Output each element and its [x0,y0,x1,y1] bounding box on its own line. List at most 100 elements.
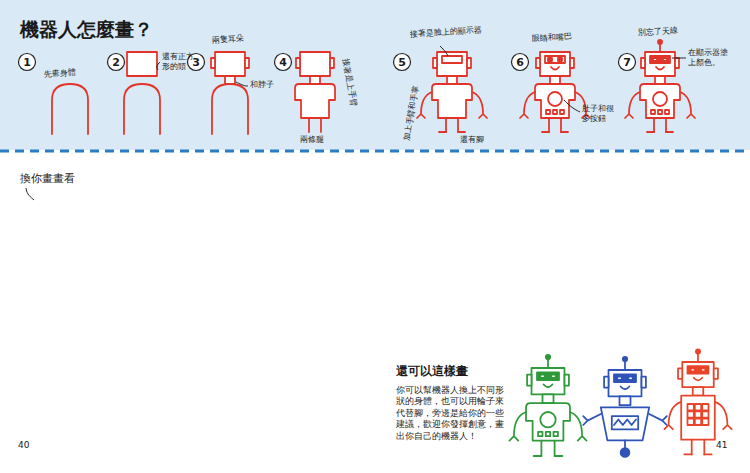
robot-arm [472,92,487,118]
robot-button [665,110,669,114]
leader-line [564,100,580,112]
robot-ear [675,58,679,68]
robot-arm [510,412,527,441]
step-circle [108,54,125,71]
page-number: 40 [18,440,38,451]
robot-button [554,432,558,436]
robot-foot [458,131,465,133]
robot-arm [583,414,601,425]
robot-body [640,84,680,118]
robot-screen [650,56,670,63]
robot-screen [614,374,636,382]
robot-head [645,52,675,76]
robot-neck [225,76,235,84]
robot-antenna [659,44,661,52]
robot-drawing [295,52,335,132]
robot-body [601,407,649,440]
step-circle [394,54,411,71]
robot-arm [680,92,695,118]
robot-eye [691,368,695,371]
robot-button [658,110,662,114]
robot-body [526,403,570,440]
robot-ear [641,58,645,68]
robot-head [437,52,467,76]
robot-ear [296,58,300,68]
robot-eye [653,58,657,61]
robot-body [295,84,335,118]
robot-axle [624,440,626,448]
robot-ear [536,58,540,68]
robot-belly [548,92,562,106]
robot-antenna [697,354,699,362]
robot-mouth [544,385,553,388]
robot-arm [715,402,732,429]
antenna-tip [623,357,627,361]
robot-ear [211,58,215,68]
robot-antenna [624,361,626,370]
robot-ear [714,368,718,379]
step-note: 在顯示器塗上顏色。 [688,48,732,68]
step-note: 和脖子 [250,80,280,90]
robot-button [702,411,708,417]
robot-foot [684,454,691,456]
robot-arm [625,92,640,118]
robot-drawing [520,52,590,132]
robot-belly [653,92,667,106]
robot-ear [678,368,682,379]
robot-neck [620,396,631,405]
robot-screen [545,56,565,63]
leader-line [26,188,34,200]
section-heading: 還可以這樣畫 [396,364,516,379]
robot-button [695,404,701,410]
robot-drawing [52,84,88,134]
robot-head [532,368,565,394]
robot-screen [442,56,462,63]
robot-mouth [621,387,630,390]
robot-arm [649,414,667,425]
robot-drawing [417,52,487,132]
robot-eye [551,375,555,378]
robot-arm [664,402,681,429]
robot-eye [701,368,705,371]
robot-button [546,110,550,114]
robot-mouth [694,378,702,381]
leader-line [672,58,686,59]
robot-button [702,404,708,410]
robot-ear [642,377,646,388]
robot-button [695,411,701,417]
robot-leg [308,118,310,132]
robot-head [215,52,245,76]
top-panel [0,0,750,150]
body-paragraph: 你可以幫機器人換上不同形狀的身體，也可以用輪子來代替腳，旁邊是給你的一些建議，歡… [396,385,512,442]
robot-drawing [625,40,695,132]
robot-wheel [621,448,630,457]
robot-button [538,432,542,436]
step-number: 5 [394,55,410,71]
robot-mouth [656,67,664,70]
robot-button [546,432,550,436]
robot-body [535,84,575,118]
step-note: 肚子和很多按鈕 [582,104,618,124]
step-circle [275,54,292,71]
robot-button [651,110,655,114]
robot-button [695,419,701,425]
robot-drawing [211,52,249,134]
robot-neck [543,394,554,403]
robot-head [300,52,330,76]
robot-button [688,411,694,417]
robot-leg [554,441,556,456]
robot-eye [663,58,667,61]
robot-head [609,370,642,396]
robot-chest [612,416,638,429]
robot-foot [704,454,711,456]
robot-arm [520,92,535,118]
step-note: 兩條腿 [300,135,336,145]
robot-leg [703,440,705,455]
robot-leg [541,441,543,456]
robot-eye [558,58,562,61]
step-note: 還有腳 [460,135,490,145]
robot-ear [565,375,569,386]
robot-ear [604,377,608,388]
